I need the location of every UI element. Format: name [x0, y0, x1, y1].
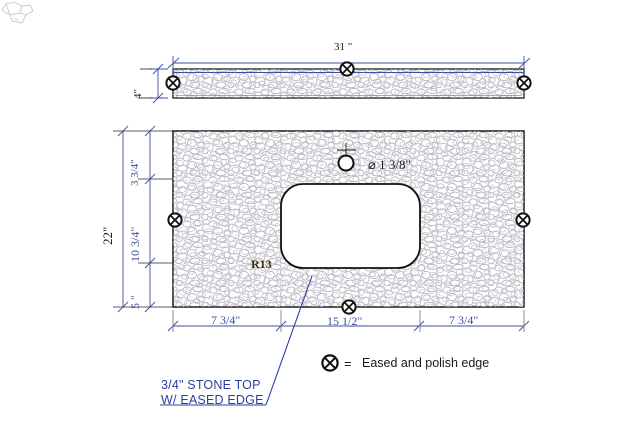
edge-mark-symbol: [341, 299, 357, 315]
elevation-width-label: 31 ": [334, 41, 353, 53]
plan-horizontal-dimension-chain: [167, 310, 530, 332]
hole-diameter-callout: ⌀ 1 3/8": [368, 157, 411, 172]
note-leader-line: [160, 275, 313, 406]
plan-vertical-dim-1: 3 3/4": [129, 159, 141, 186]
edge-mark-symbol: [516, 75, 532, 91]
plan-vertical-dim-3: 5 ": [128, 295, 142, 309]
corner-radius-callout: R13: [251, 257, 272, 271]
legend-equals-sign: =: [344, 356, 352, 371]
edge-mark-symbol: [165, 75, 181, 91]
plan-edge-marks: [167, 212, 531, 315]
sink-cutout: [280, 183, 421, 269]
note-line-2: W/ EASED EDGE: [161, 393, 264, 407]
legend-edge-symbol: [321, 354, 339, 372]
edge-mark-symbol: [515, 212, 531, 228]
elevation-thickness-label: 4": [132, 89, 144, 99]
plan-vertical-dim-2: 10 3/4": [128, 226, 142, 262]
note-line-1: 3/4" STONE TOP: [161, 378, 261, 392]
plan-view-geometry: [172, 130, 525, 308]
plan-overall-height-dimension: [117, 125, 129, 313]
plan-horizontal-dim-3: 7 3/4": [449, 313, 479, 327]
elevation-thickness-dimension: [140, 63, 168, 104]
corner-stone-fragment: [1, 1, 34, 24]
plan-vertical-dimension-chain: [144, 125, 156, 313]
legend-label: Eased and polish edge: [362, 356, 490, 370]
edge-mark-symbol: [167, 212, 183, 228]
edge-mark-symbol: [339, 61, 355, 77]
plan-overall-height-label: 22": [100, 226, 115, 245]
plan-horizontal-dim-2: 15 1/2": [327, 314, 363, 328]
plan-horizontal-dim-1: 7 3/4": [211, 313, 241, 327]
plan-extension-lines: [113, 130, 173, 308]
faucet-hole: [337, 154, 355, 172]
elevation-edge-marks: [165, 61, 532, 91]
